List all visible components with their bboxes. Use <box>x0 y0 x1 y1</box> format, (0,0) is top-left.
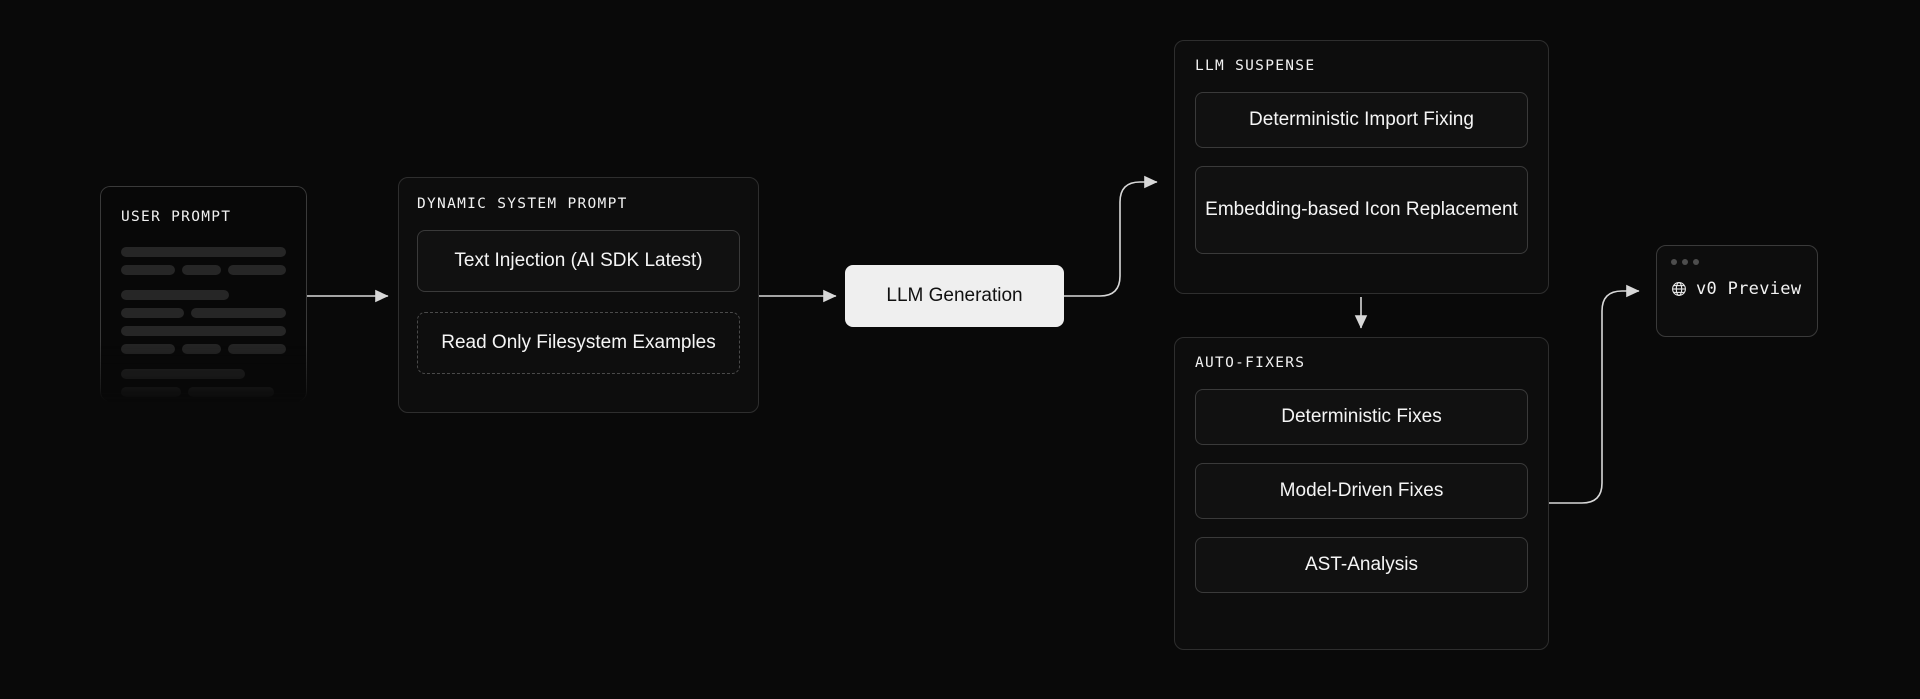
skeleton-group <box>121 247 286 275</box>
skeleton-row <box>121 326 286 336</box>
skeleton-line <box>227 265 286 275</box>
llm-suspense-title: LLM SUSPENSE <box>1195 58 1316 74</box>
skeleton-row <box>121 344 286 354</box>
window-dot-yellow <box>1682 259 1688 265</box>
user-prompt-card: USER PROMPT <box>100 186 307 402</box>
skeleton-line <box>121 290 229 300</box>
skeleton-line <box>182 265 221 275</box>
llm-generation-node[interactable]: LLM Generation <box>845 265 1064 327</box>
connector-autofixers-to-preview <box>1549 284 1640 504</box>
auto-fixers-title: AUTO-FIXERS <box>1195 355 1306 371</box>
item-ast-analysis[interactable]: AST-Analysis <box>1195 537 1528 593</box>
skeleton-line <box>121 326 286 336</box>
auto-fixers-panel: AUTO-FIXERS Deterministic Fixes Model-Dr… <box>1174 337 1549 650</box>
skeleton-line <box>121 369 245 379</box>
skeleton-line <box>182 344 221 354</box>
skeleton-line <box>121 387 181 397</box>
v0-preview-label: v0 Preview <box>1696 279 1802 299</box>
globe-icon <box>1672 282 1686 296</box>
item-deterministic-import-fixing[interactable]: Deterministic Import Fixing <box>1195 92 1528 148</box>
user-prompt-skeleton <box>121 247 286 397</box>
skeleton-line <box>227 344 286 354</box>
dynamic-system-prompt-title: DYNAMIC SYSTEM PROMPT <box>417 196 628 212</box>
item-embedding-based-icon-replacement[interactable]: Embedding-based Icon Replacement <box>1195 166 1528 254</box>
skeleton-row <box>121 290 286 300</box>
window-dot-green <box>1693 259 1699 265</box>
item-text-injection[interactable]: Text Injection (AI SDK Latest) <box>417 230 740 292</box>
skeleton-group <box>121 290 286 354</box>
skeleton-line <box>191 308 286 318</box>
skeleton-line <box>121 265 176 275</box>
skeleton-line <box>121 308 185 318</box>
skeleton-group <box>121 369 286 397</box>
item-deterministic-fixes[interactable]: Deterministic Fixes <box>1195 389 1528 445</box>
user-prompt-title: USER PROMPT <box>121 209 232 225</box>
llm-suspense-panel: LLM SUSPENSE Deterministic Import Fixing… <box>1174 40 1549 294</box>
skeleton-line <box>121 247 286 257</box>
skeleton-row <box>121 247 286 257</box>
skeleton-row <box>121 369 286 379</box>
item-read-only-filesystem-examples[interactable]: Read Only Filesystem Examples <box>417 312 740 374</box>
v0-preview-card[interactable]: v0 Preview <box>1656 245 1818 337</box>
skeleton-line <box>188 387 274 397</box>
skeleton-row <box>121 308 286 318</box>
window-controls <box>1671 259 1803 265</box>
skeleton-line <box>121 344 176 354</box>
dynamic-system-prompt-panel: DYNAMIC SYSTEM PROMPT Text Injection (AI… <box>398 177 759 413</box>
connector-generation-to-suspense <box>1064 175 1158 297</box>
skeleton-row <box>121 265 286 275</box>
skeleton-row <box>121 387 286 397</box>
v0-preview-row: v0 Preview <box>1671 279 1803 299</box>
item-model-driven-fixes[interactable]: Model-Driven Fixes <box>1195 463 1528 519</box>
window-dot-red <box>1671 259 1677 265</box>
